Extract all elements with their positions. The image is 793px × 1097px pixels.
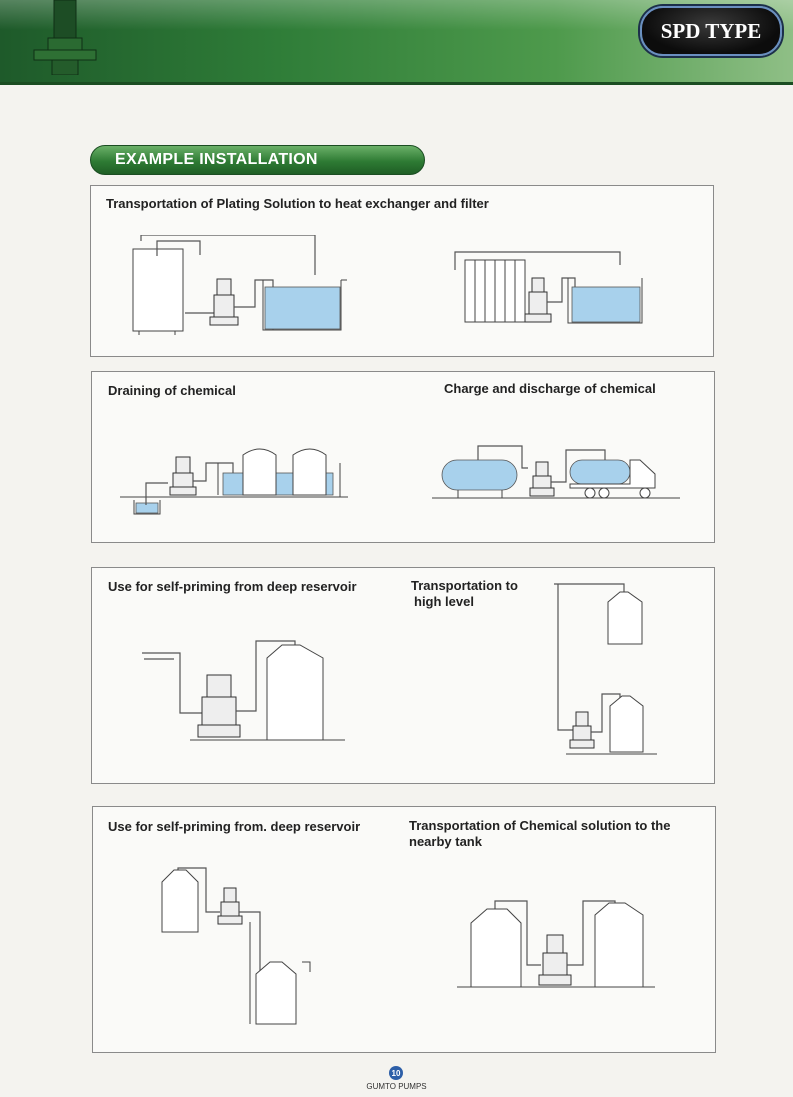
footer-brand: GUMTO PUMPS bbox=[366, 1082, 427, 1091]
high-level-line2: high level bbox=[414, 594, 474, 609]
spd-type-badge: SPD TYPE bbox=[640, 6, 782, 56]
badge-text: SPD TYPE bbox=[660, 18, 762, 43]
section-title: EXAMPLE INSTALLATION bbox=[115, 151, 318, 168]
diagram-charge-discharge bbox=[432, 445, 680, 499]
page-number-badge: 10 bbox=[389, 1066, 403, 1080]
diagram-nearby-tank bbox=[457, 900, 655, 988]
section-title-pill: EXAMPLE INSTALLATION bbox=[90, 145, 425, 175]
panel-plating bbox=[90, 185, 714, 357]
nearby-tank-line2: nearby tank bbox=[409, 834, 482, 849]
panel-nearby-tank-title: Transportation of Chemical solution to t… bbox=[409, 818, 670, 850]
pump-photo-icon bbox=[33, 0, 97, 75]
diagram-draining bbox=[120, 448, 348, 515]
diagram-heat-exchanger bbox=[132, 235, 347, 335]
diagram-high-level bbox=[554, 583, 657, 755]
panel-high-level-title: Transportation to high level bbox=[411, 578, 518, 610]
panel-charge-title: Charge and discharge of chemical bbox=[444, 381, 656, 396]
diagram-filter bbox=[454, 251, 643, 324]
panel-deep-reservoir2-title: Use for self-priming from. deep reservoi… bbox=[108, 819, 361, 834]
panel-deep-reservoir-title: Use for self-priming from deep reservoir bbox=[108, 579, 357, 594]
panel-plating-title: Transportation of Plating Solution to he… bbox=[106, 196, 489, 211]
panel-draining-title: Draining of chemical bbox=[108, 383, 236, 398]
nearby-tank-line1: Transportation of Chemical solution to t… bbox=[409, 818, 671, 833]
diagram-self-priming-deep bbox=[161, 867, 311, 1025]
panel-chemical bbox=[91, 371, 715, 543]
page-number: 10 bbox=[391, 1068, 401, 1078]
diagram-self-priming bbox=[142, 640, 345, 741]
header-banner: SPD TYPE bbox=[0, 0, 793, 85]
high-level-line1: Transportation to bbox=[411, 578, 518, 593]
